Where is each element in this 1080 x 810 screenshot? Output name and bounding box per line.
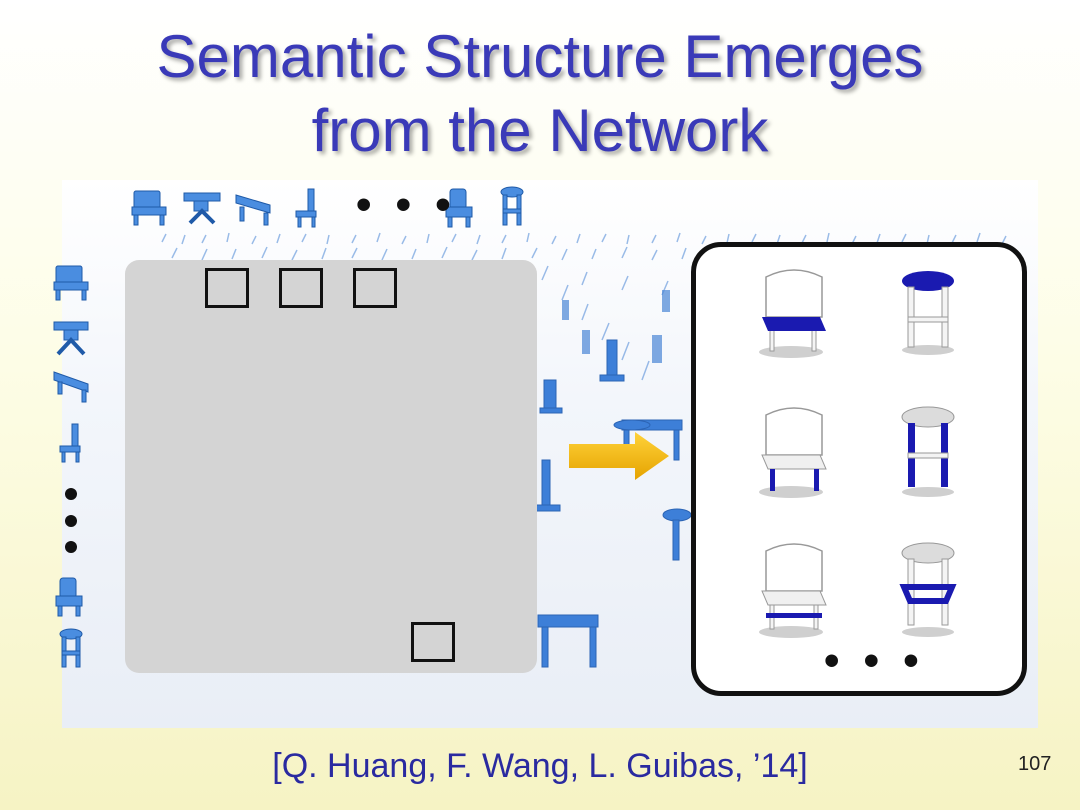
chair-rail-highlight-icon: [759, 543, 827, 638]
stool-thumbnail-icon: [59, 628, 83, 668]
semantic-parts-panel: • • •: [691, 242, 1027, 696]
citation: [Q. Huang, F. Wang, L. Guibas, ’14]: [272, 747, 808, 785]
title-line-2: from the Network: [311, 97, 769, 164]
table-thumbnail-icon: [53, 321, 89, 356]
chair-thumbnail-icon: [53, 265, 89, 301]
left-ellipsis-dot: [65, 488, 77, 500]
chair-legs-highlight-icon: [759, 407, 827, 498]
stool-thumbnail-icon: [500, 186, 524, 226]
chair-seat-highlight-icon: [759, 269, 826, 358]
matrix-cell: [353, 268, 397, 308]
matrix-cell: [205, 268, 249, 308]
armchair-thumbnail-icon: [55, 577, 83, 617]
slide-title: Semantic Structure Emerges from the Netw…: [0, 20, 1080, 168]
stool-legs-highlight-icon: [901, 406, 955, 497]
stool-rail-highlight-icon: [899, 542, 957, 637]
left-ellipsis-dot: [65, 541, 77, 553]
semantic-parts-illustration: [759, 269, 957, 638]
bench-thumbnail-icon: [235, 194, 271, 226]
network-matrix: [125, 260, 537, 673]
page-number: 107: [1018, 753, 1052, 775]
matrix-cell: [279, 268, 323, 308]
arrow-right-icon: [569, 432, 669, 480]
left-ellipsis-dot: [65, 515, 77, 527]
armchair-thumbnail-icon: [445, 188, 473, 228]
bench-thumbnail-icon: [53, 371, 89, 403]
chair-thumbnail-icon: [131, 190, 167, 226]
panel-ellipsis: • • •: [824, 636, 925, 685]
side-chair-thumbnail-icon: [295, 188, 317, 228]
stool-seat-highlight-icon: [902, 271, 954, 355]
left-thumbnail-column: [53, 265, 89, 668]
matrix-cell: [411, 622, 455, 662]
side-chair-thumbnail-icon: [59, 423, 81, 463]
title-line-1: Semantic Structure Emerges: [156, 23, 924, 90]
top-thumbnail-ellipsis: • • •: [356, 180, 457, 229]
top-thumbnail-row: [131, 186, 524, 228]
table-thumbnail-icon: [183, 192, 221, 225]
